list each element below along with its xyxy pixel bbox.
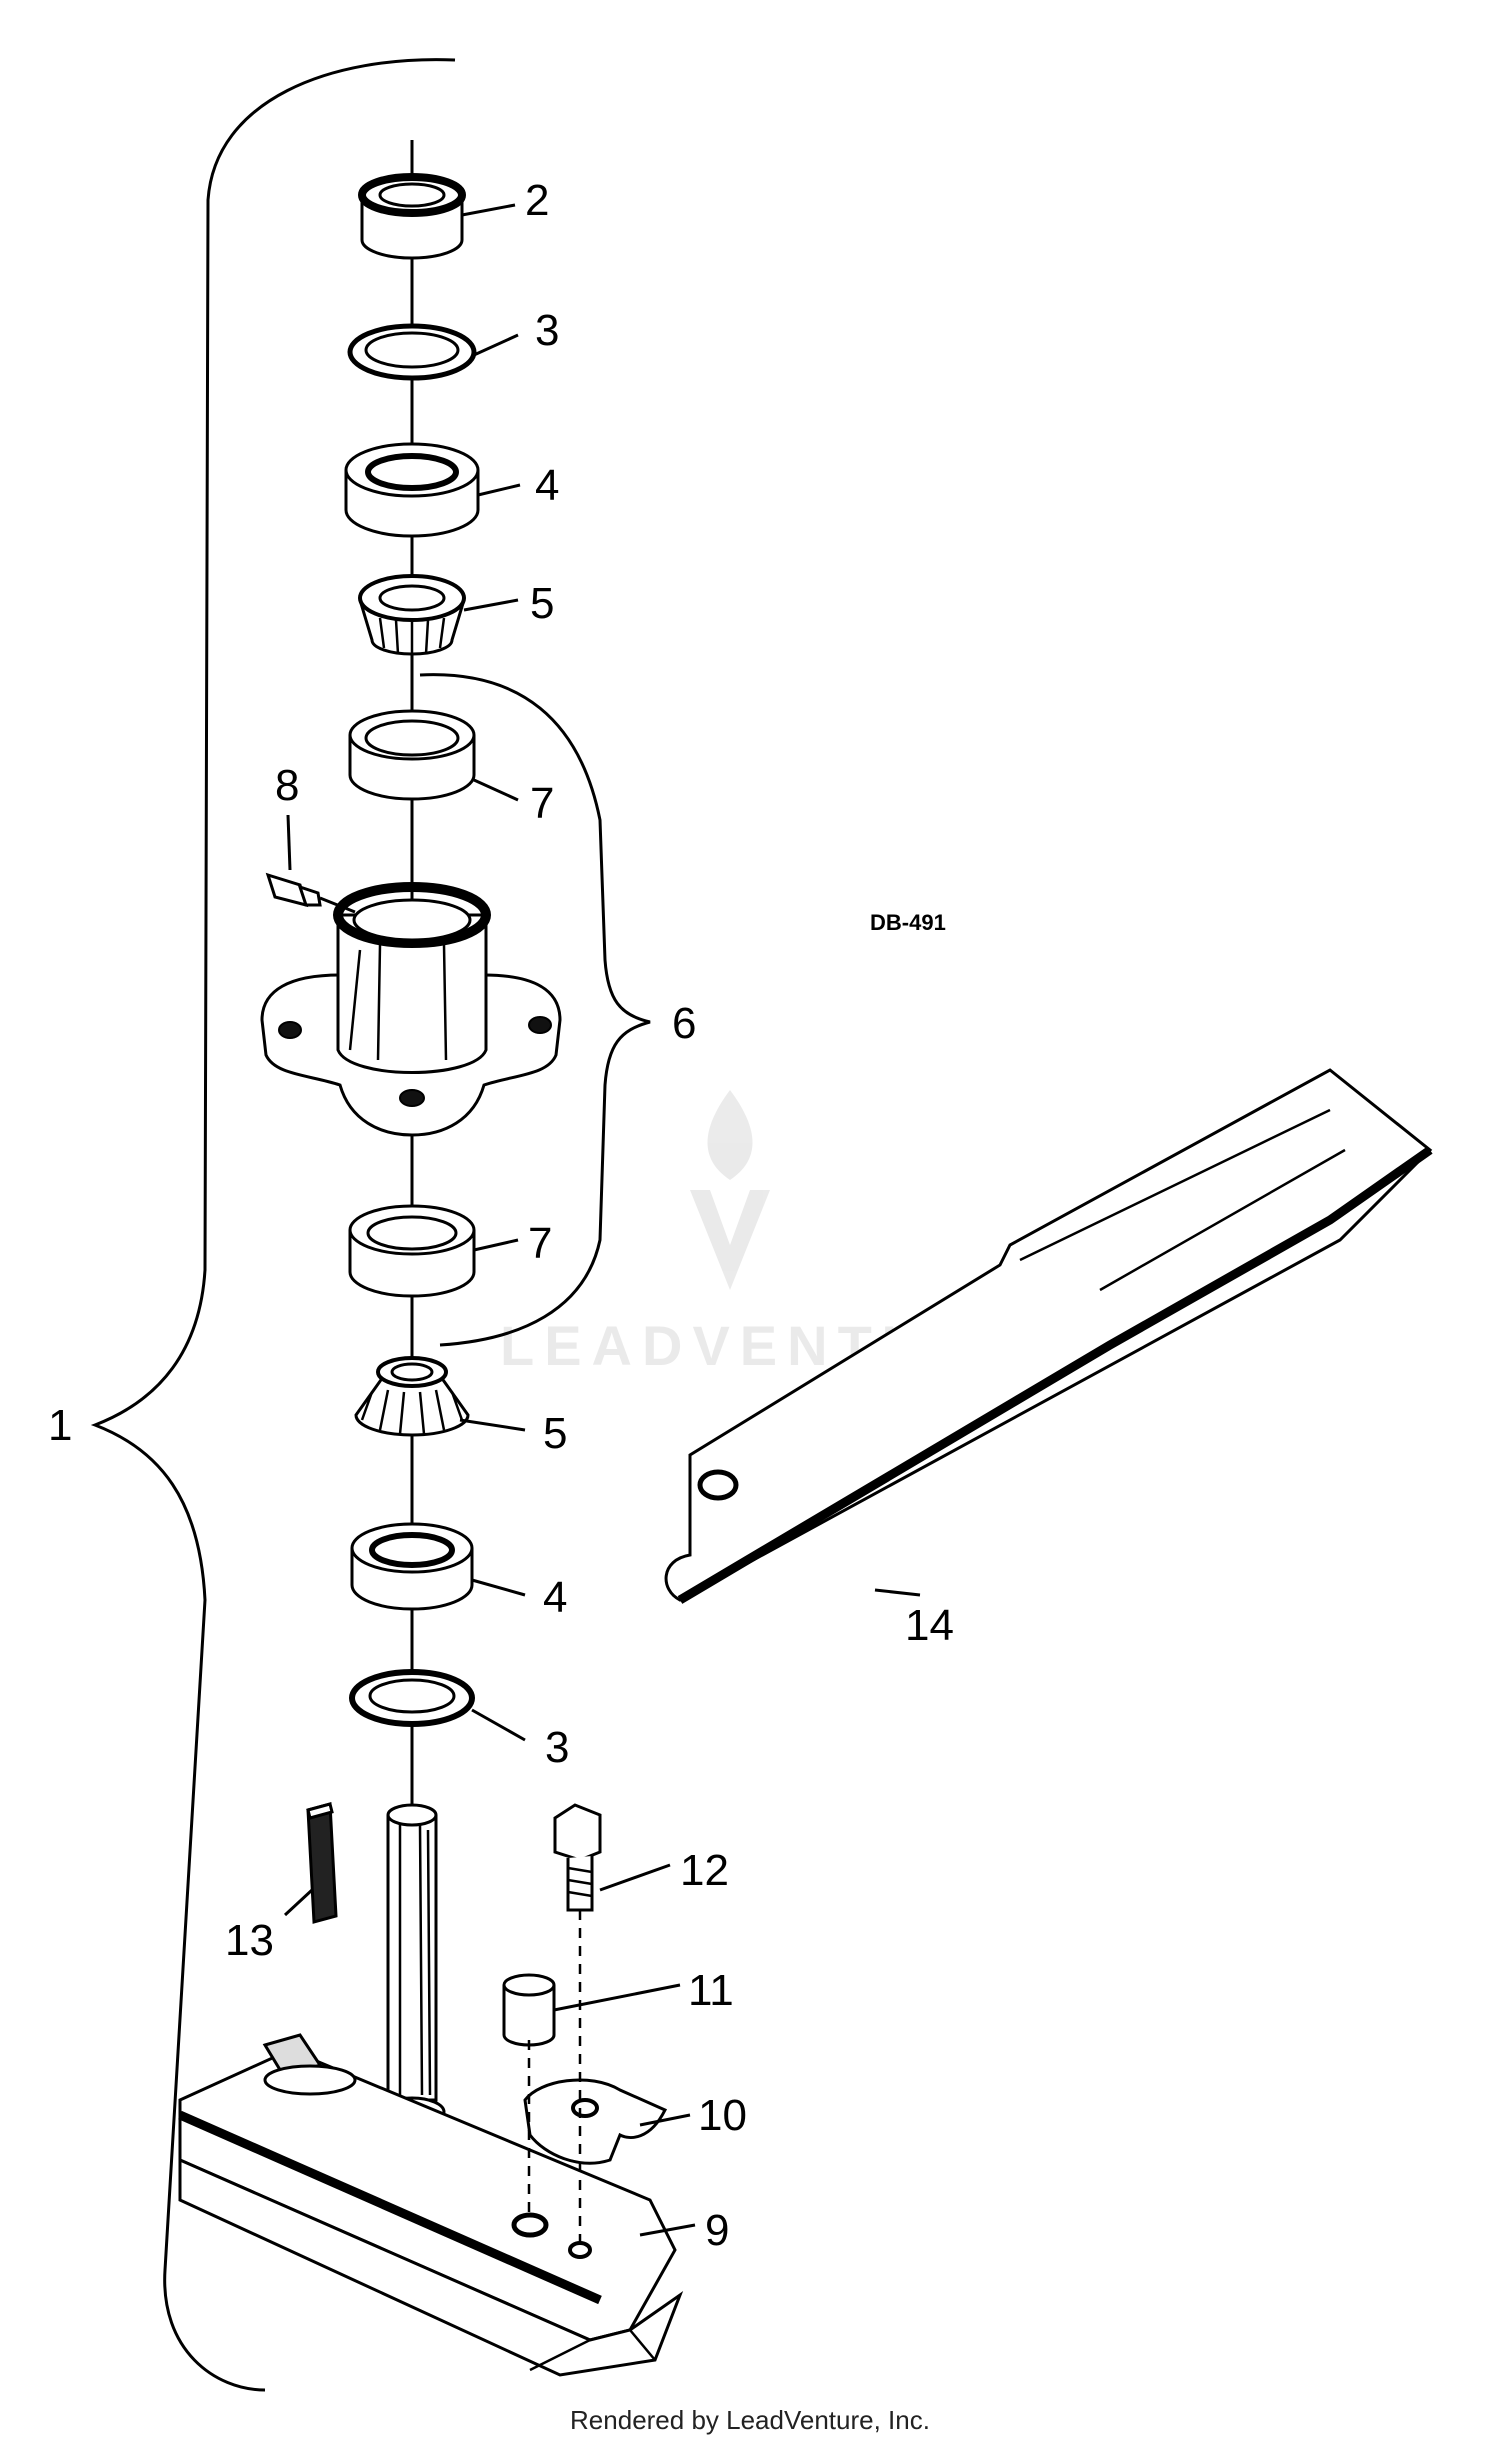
part-5-bearing-cone-lower xyxy=(354,1356,470,1437)
callout-5-lower: 5 xyxy=(543,1409,567,1458)
part-8-grease-fitting xyxy=(265,872,356,914)
assembly-brace-1 xyxy=(90,58,456,2392)
drawing-code: DB-491 xyxy=(870,910,946,935)
callout-5-upper: 5 xyxy=(530,579,554,628)
part-9-cutter-bar xyxy=(178,2033,684,2377)
callout-10: 10 xyxy=(698,2091,747,2140)
part-2-bushing xyxy=(358,173,466,260)
part-11-spacer xyxy=(502,1973,556,2047)
part-5-bearing-cone-upper xyxy=(358,574,466,656)
part-14-blade xyxy=(664,1068,1433,1604)
callout-4-upper: 4 xyxy=(535,461,559,510)
footer-credit: Rendered by LeadVenture, Inc. xyxy=(570,2405,930,2435)
callout-2: 2 xyxy=(525,176,549,225)
callout-9: 9 xyxy=(705,2206,729,2255)
part-4-seal-lower xyxy=(350,1522,474,1611)
callout-4-lower: 4 xyxy=(543,1573,567,1622)
callout-7-lower: 7 xyxy=(528,1219,552,1268)
part-3-washer-upper xyxy=(347,323,477,381)
leadventure-watermark xyxy=(690,1090,770,1290)
part-7-bearing-cup-upper xyxy=(348,709,476,801)
callout-6: 6 xyxy=(672,999,696,1048)
callout-11: 11 xyxy=(688,1966,734,2015)
part-7-bearing-cup-lower xyxy=(348,1204,476,1298)
part-3-washer-lower xyxy=(349,1669,475,1727)
callout-1: 1 xyxy=(48,1401,72,1450)
callout-7-upper: 7 xyxy=(530,779,554,828)
part-13-key xyxy=(306,1802,338,1924)
part-4-seal-upper xyxy=(344,442,480,538)
callout-12: 12 xyxy=(680,1846,729,1895)
callout-3-lower: 3 xyxy=(545,1723,569,1772)
callout-13: 13 xyxy=(225,1916,274,1965)
leader-lines xyxy=(283,203,921,2237)
part-12-bolt xyxy=(553,1803,602,1912)
callout-8: 8 xyxy=(275,761,299,810)
part-6-hub-housing xyxy=(260,882,562,1137)
assembly-brace-6 xyxy=(419,673,651,1347)
callout-14: 14 xyxy=(905,1601,954,1650)
part-10-plate xyxy=(523,2078,668,2165)
callout-3-upper: 3 xyxy=(535,306,559,355)
